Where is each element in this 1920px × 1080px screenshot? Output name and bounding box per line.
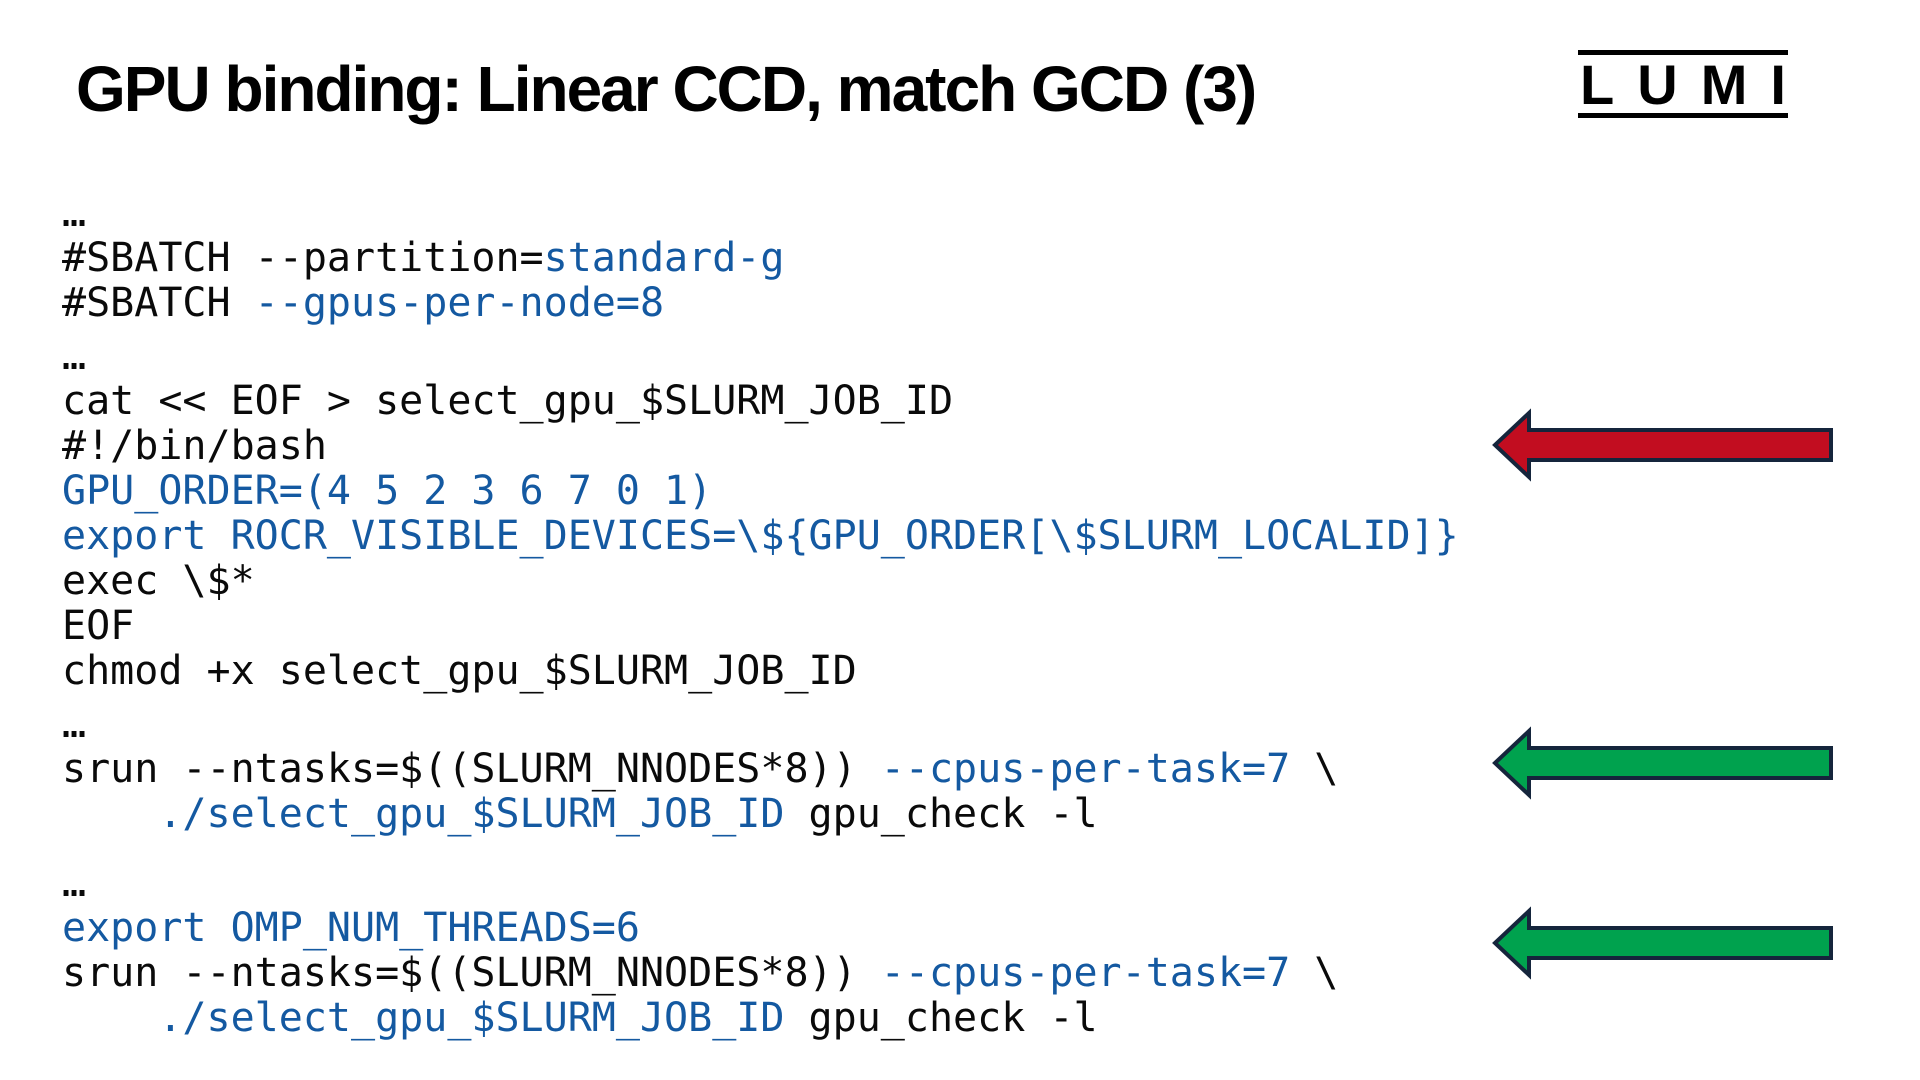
code-line: srun --ntasks=$((SLURM_NNODES*8)) --cpus… xyxy=(62,951,1459,996)
code-segment: cat << EOF > select_gpu_$SLURM_JOB_ID xyxy=(62,378,954,424)
code-segment: EOF xyxy=(62,603,135,649)
code-line: ./select_gpu_$SLURM_JOB_ID gpu_check -l xyxy=(62,996,1459,1041)
code-segment: … xyxy=(62,860,87,906)
code-line: chmod +x select_gpu_$SLURM_JOB_ID xyxy=(62,649,1459,694)
code-line: cat << EOF > select_gpu_$SLURM_JOB_ID xyxy=(62,379,1459,424)
logo-top-rule xyxy=(1578,50,1788,55)
green-arrow xyxy=(1492,906,1833,980)
code-segment: \ xyxy=(1290,950,1339,996)
code-segment: standard-g xyxy=(543,235,785,281)
code-line: ./select_gpu_$SLURM_JOB_ID gpu_check -l xyxy=(62,792,1459,837)
code-segment: exec \$* xyxy=(62,558,255,604)
code-segment: #SBATCH --partition= xyxy=(62,235,544,281)
logo-bottom-rule xyxy=(1578,113,1788,118)
code-segment: #SBATCH xyxy=(62,280,255,326)
slide-title: GPU binding: Linear CCD, match GCD (3) xyxy=(76,53,1257,125)
code-line: #!/bin/bash xyxy=(62,424,1459,469)
code-line: export ROCR_VISIBLE_DEVICES=\${GPU_ORDER… xyxy=(62,514,1459,559)
code-line: … xyxy=(62,191,1459,236)
code-segment: ./select_gpu_$SLURM_JOB_ID xyxy=(158,995,785,1041)
code-block: …#SBATCH --partition=standard-g#SBATCH -… xyxy=(62,191,1459,1041)
code-segment: export ROCR_VISIBLE_DEVICES=\${GPU_ORDER… xyxy=(62,513,1459,559)
code-line: export OMP_NUM_THREADS=6 xyxy=(62,906,1459,951)
code-segment: … xyxy=(62,190,87,236)
code-line: … xyxy=(62,702,1459,747)
code-segment: ./select_gpu_$SLURM_JOB_ID xyxy=(158,791,785,837)
code-line: EOF xyxy=(62,604,1459,649)
logo-letter: I xyxy=(1770,53,1786,116)
code-segment: --gpus-per-node=8 xyxy=(254,280,665,326)
code-segment: gpu_check -l xyxy=(784,791,1098,837)
code-line: … xyxy=(62,861,1459,906)
logo-letter: L xyxy=(1580,53,1615,116)
code-line: #SBATCH --partition=standard-g xyxy=(62,236,1459,281)
green-arrow xyxy=(1492,726,1833,800)
code-segment: GPU_ORDER=(4 5 2 3 6 7 0 1) xyxy=(62,468,713,514)
code-segment xyxy=(62,791,158,837)
code-segment: … xyxy=(62,701,87,747)
red-arrow xyxy=(1492,408,1833,482)
logo-letter: U xyxy=(1637,53,1678,116)
code-line: #SBATCH --gpus-per-node=8 xyxy=(62,281,1459,326)
code-segment: srun --ntasks=$((SLURM_NNODES*8)) xyxy=(62,950,881,996)
code-line: srun --ntasks=$((SLURM_NNODES*8)) --cpus… xyxy=(62,747,1459,792)
logo-letter: M xyxy=(1700,53,1748,116)
code-segment: gpu_check -l xyxy=(784,995,1098,1041)
code-segment: srun --ntasks=$((SLURM_NNODES*8)) xyxy=(62,746,881,792)
code-segment: #!/bin/bash xyxy=(62,423,327,469)
code-segment: --cpus-per-task=7 xyxy=(880,746,1291,792)
code-segment xyxy=(62,995,158,1041)
code-segment: export OMP_NUM_THREADS=6 xyxy=(62,905,640,951)
code-line: exec \$* xyxy=(62,559,1459,604)
code-segment: chmod +x select_gpu_$SLURM_JOB_ID xyxy=(62,648,857,694)
code-segment: \ xyxy=(1290,746,1339,792)
code-segment: … xyxy=(62,333,87,379)
code-line: … xyxy=(62,334,1459,379)
code-segment: --cpus-per-task=7 xyxy=(880,950,1291,996)
code-line: GPU_ORDER=(4 5 2 3 6 7 0 1) xyxy=(62,469,1459,514)
